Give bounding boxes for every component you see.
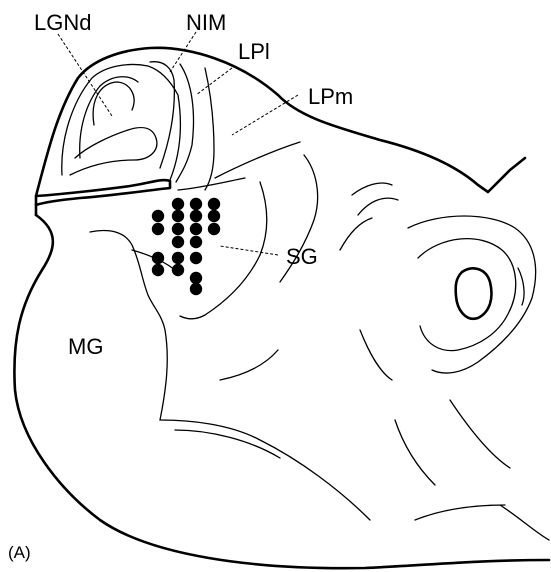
recording-site-dot	[190, 252, 202, 264]
recording-site-dots	[152, 198, 220, 295]
recording-site-dot	[152, 210, 164, 222]
recording-site-dot	[208, 223, 220, 235]
label-nim: NIM	[186, 10, 226, 35]
recording-site-dot	[172, 236, 184, 248]
recording-site-dot	[152, 223, 164, 235]
right-structures	[340, 183, 536, 373]
label-mg: MG	[68, 334, 103, 359]
recording-site-dot	[190, 210, 202, 222]
recording-site-dot	[190, 223, 202, 235]
lower-structures	[160, 330, 549, 540]
recording-site-dot	[172, 210, 184, 222]
recording-site-dot	[152, 264, 164, 276]
recording-site-dot	[172, 252, 184, 264]
label-sg: SG	[286, 244, 318, 269]
recording-site-dot	[190, 236, 202, 248]
recording-site-dot	[208, 210, 220, 222]
panel-label: (A)	[8, 543, 31, 562]
recording-site-dot	[190, 198, 202, 210]
recording-site-dot	[172, 264, 184, 276]
recording-site-dot	[152, 252, 164, 264]
recording-site-dot	[172, 223, 184, 235]
label-lpl: LPl	[238, 39, 270, 64]
recording-site-dot	[208, 198, 220, 210]
lgnd-region	[36, 62, 194, 205]
section-outline	[14, 48, 549, 568]
recording-site-dot	[172, 198, 184, 210]
recording-site-dot	[190, 283, 202, 295]
label-lpm: LPm	[308, 84, 353, 109]
recording-site-dot	[190, 272, 202, 284]
label-lgnd: LGNd	[34, 10, 91, 35]
